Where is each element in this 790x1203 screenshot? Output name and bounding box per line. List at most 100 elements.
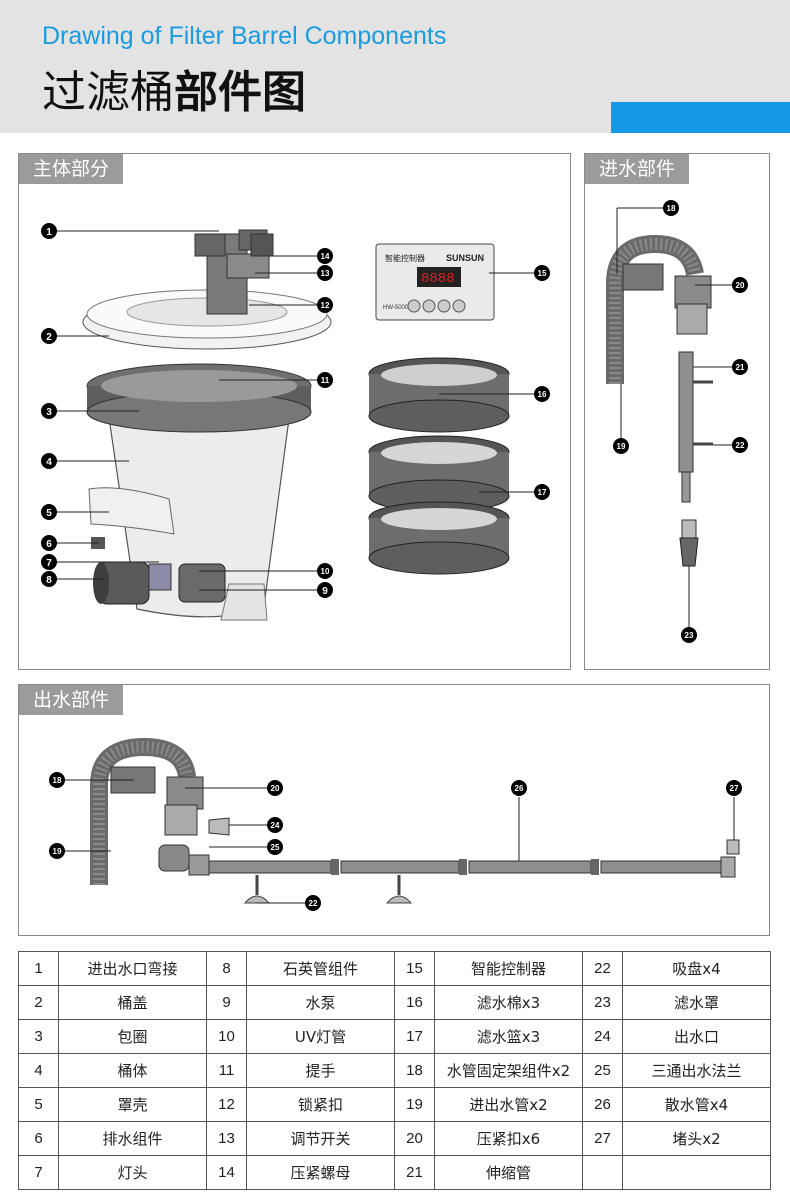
callout-1: 1 bbox=[41, 223, 57, 239]
part-number-cell: 22 bbox=[582, 951, 623, 986]
part-number-cell bbox=[582, 1155, 623, 1190]
callout-6: 6 bbox=[41, 535, 57, 551]
filter-basket-2 bbox=[368, 435, 510, 513]
callout-23: 23 bbox=[681, 627, 697, 643]
title-english: Drawing of Filter Barrel Components bbox=[42, 22, 447, 50]
callout-19: 19 bbox=[613, 438, 629, 454]
filter-basket-1 bbox=[368, 357, 510, 433]
panel-outlet: 出水部件 bbox=[18, 684, 770, 936]
part-number-cell: 6 bbox=[18, 1121, 59, 1156]
accent-tab bbox=[611, 102, 790, 133]
part-number-cell: 26 bbox=[582, 1087, 623, 1122]
part-name-cell: 吸盘x4 bbox=[622, 951, 771, 986]
part-number-cell: 2 bbox=[18, 985, 59, 1020]
callout-15: 15 bbox=[534, 265, 550, 281]
part-name-cell: 进出水口弯接 bbox=[58, 951, 207, 986]
part-name-cell: 智能控制器 bbox=[434, 951, 583, 986]
svg-text:20: 20 bbox=[271, 784, 280, 793]
part-number-cell: 25 bbox=[582, 1053, 623, 1088]
part-name-cell: 滤水罩 bbox=[622, 985, 771, 1020]
part-name-cell: 伸缩管 bbox=[434, 1155, 583, 1190]
part-name-cell: 灯头 bbox=[58, 1155, 207, 1190]
callout-22: 22 bbox=[732, 437, 748, 453]
svg-text:27: 27 bbox=[730, 784, 739, 793]
part-name-cell: 桶体 bbox=[58, 1053, 207, 1088]
part-number-cell: 19 bbox=[394, 1087, 435, 1122]
svg-text:26: 26 bbox=[515, 784, 524, 793]
svg-text:13: 13 bbox=[321, 269, 330, 278]
part-name-cell bbox=[622, 1155, 771, 1190]
part-number-cell: 21 bbox=[394, 1155, 435, 1190]
part-name-cell: 压紧扣x6 bbox=[434, 1121, 583, 1156]
main-body-drawing: 智能控制器 SUNSUN 8888 HW-5000 bbox=[41, 223, 550, 621]
svg-text:14: 14 bbox=[321, 252, 330, 261]
callout-10: 10 bbox=[317, 563, 333, 579]
part-name-cell: 包圈 bbox=[58, 1019, 207, 1054]
svg-text:21: 21 bbox=[736, 363, 745, 372]
panel-outlet-label: 出水部件 bbox=[19, 685, 124, 715]
callout-24: 24 bbox=[267, 817, 283, 833]
callout-16: 16 bbox=[534, 386, 550, 402]
part-name-cell: 石英管组件 bbox=[246, 951, 395, 986]
filter-basket-3 bbox=[368, 501, 510, 575]
callout-18: 18 bbox=[663, 200, 679, 216]
controller-display: 8888 bbox=[421, 271, 455, 287]
title-chinese: 过滤桶部件图 bbox=[42, 56, 306, 120]
outlet-drawing: 18 20 24 25 26 27 19 22 bbox=[49, 737, 742, 911]
page-header: Drawing of Filter Barrel Components 过滤桶部… bbox=[0, 0, 790, 133]
callout-17: 17 bbox=[534, 484, 550, 500]
svg-text:8: 8 bbox=[46, 575, 52, 586]
part-name-cell: 出水口 bbox=[622, 1019, 771, 1054]
callout-18-outlet: 18 bbox=[49, 772, 65, 788]
controller-label: 智能控制器 bbox=[385, 253, 425, 263]
part-name-cell: 压紧螺母 bbox=[246, 1155, 395, 1190]
svg-text:18: 18 bbox=[667, 204, 676, 213]
part-number-cell: 17 bbox=[394, 1019, 435, 1054]
part-number-cell: 5 bbox=[18, 1087, 59, 1122]
part-name-cell: 堵头x2 bbox=[622, 1121, 771, 1156]
svg-text:3: 3 bbox=[46, 407, 52, 418]
svg-text:22: 22 bbox=[736, 441, 745, 450]
part-name-cell: 三通出水法兰 bbox=[622, 1053, 771, 1088]
part-name-cell: 滤水篮x3 bbox=[434, 1019, 583, 1054]
callout-3: 3 bbox=[41, 403, 57, 419]
part-name-cell: 提手 bbox=[246, 1053, 395, 1088]
part-name-cell: 水泵 bbox=[246, 985, 395, 1020]
svg-text:11: 11 bbox=[321, 376, 330, 385]
svg-text:1: 1 bbox=[46, 227, 52, 238]
part-name-cell: 进出水管x2 bbox=[434, 1087, 583, 1122]
callout-2: 2 bbox=[41, 328, 57, 344]
callout-7: 7 bbox=[41, 554, 57, 570]
callout-8: 8 bbox=[41, 571, 57, 587]
svg-text:20: 20 bbox=[736, 281, 745, 290]
part-number-cell: 15 bbox=[394, 951, 435, 986]
callout-12: 12 bbox=[317, 297, 333, 313]
svg-text:19: 19 bbox=[53, 847, 62, 856]
panel-inlet: 进水部件 18 20 21 22 19 23 bbox=[584, 153, 770, 670]
title-chinese-bold: 部件图 bbox=[174, 67, 306, 118]
svg-text:25: 25 bbox=[271, 843, 280, 852]
callout-5: 5 bbox=[41, 504, 57, 520]
callout-22-outlet: 22 bbox=[305, 895, 321, 911]
svg-text:17: 17 bbox=[538, 488, 547, 497]
part-number-cell: 1 bbox=[18, 951, 59, 986]
svg-text:15: 15 bbox=[538, 269, 547, 278]
part-name-cell: 调节开关 bbox=[246, 1121, 395, 1156]
part-name-cell: 锁紧扣 bbox=[246, 1087, 395, 1122]
part-number-cell: 16 bbox=[394, 985, 435, 1020]
panel-main-body: 主体部分 智能控制器 SUNSUN 8888 HW-5000 bbox=[18, 153, 571, 670]
part-number-cell: 23 bbox=[582, 985, 623, 1020]
callout-27: 27 bbox=[726, 780, 742, 796]
part-number-cell: 13 bbox=[206, 1121, 247, 1156]
part-number-cell: 12 bbox=[206, 1087, 247, 1122]
callout-4: 4 bbox=[41, 453, 57, 469]
part-number-cell: 3 bbox=[18, 1019, 59, 1054]
part-number-cell: 7 bbox=[18, 1155, 59, 1190]
controller-brand: SUNSUN bbox=[446, 253, 484, 263]
svg-text:7: 7 bbox=[46, 558, 52, 569]
part-number-cell: 20 bbox=[394, 1121, 435, 1156]
